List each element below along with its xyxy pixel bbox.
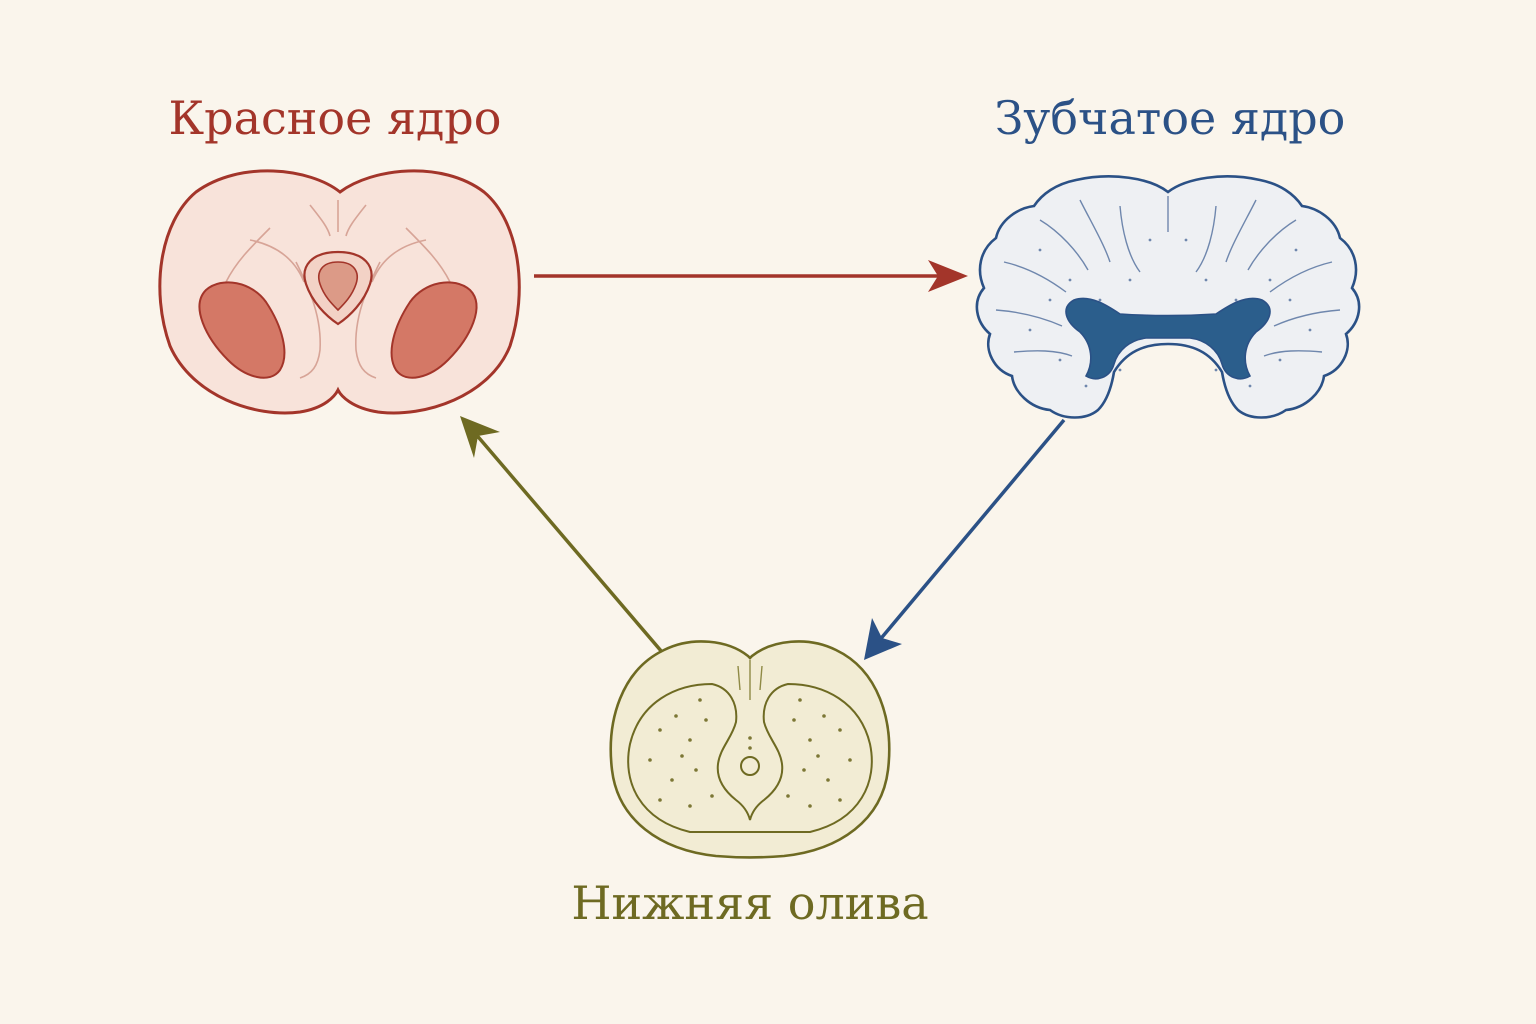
midbrain-tracts: [225, 200, 451, 379]
arrow-red-to-dentate: [534, 260, 968, 292]
red-nucleus-illustration: [158, 169, 521, 415]
arrow-olive-to-red: [460, 416, 664, 654]
dentate-nucleus-illustration: [975, 175, 1361, 419]
red-nucleus-label: Красное ядро: [168, 91, 502, 145]
dentate-nucleus-shape: [1065, 297, 1271, 380]
inferior-olive-illustration: [609, 640, 891, 859]
red-nucleus-left: [198, 281, 286, 379]
arrow-dentate-to-olive: [864, 418, 1066, 660]
red-nucleus-right: [390, 281, 478, 379]
cerebellum-stipple: [1028, 238, 1312, 388]
cerebellar-folia: [995, 196, 1341, 357]
dentate-nucleus-label: Зубчатое ядро: [994, 91, 1346, 145]
medulla-midline: [737, 660, 763, 700]
medulla-inner-contour: [627, 682, 873, 833]
aqueduct-inner: [318, 261, 358, 312]
cerebellum-outline: [975, 175, 1361, 419]
central-canal: [740, 756, 760, 776]
inferior-olive-label: Нижняя олива: [571, 876, 929, 930]
olive-stipple: [648, 698, 852, 808]
